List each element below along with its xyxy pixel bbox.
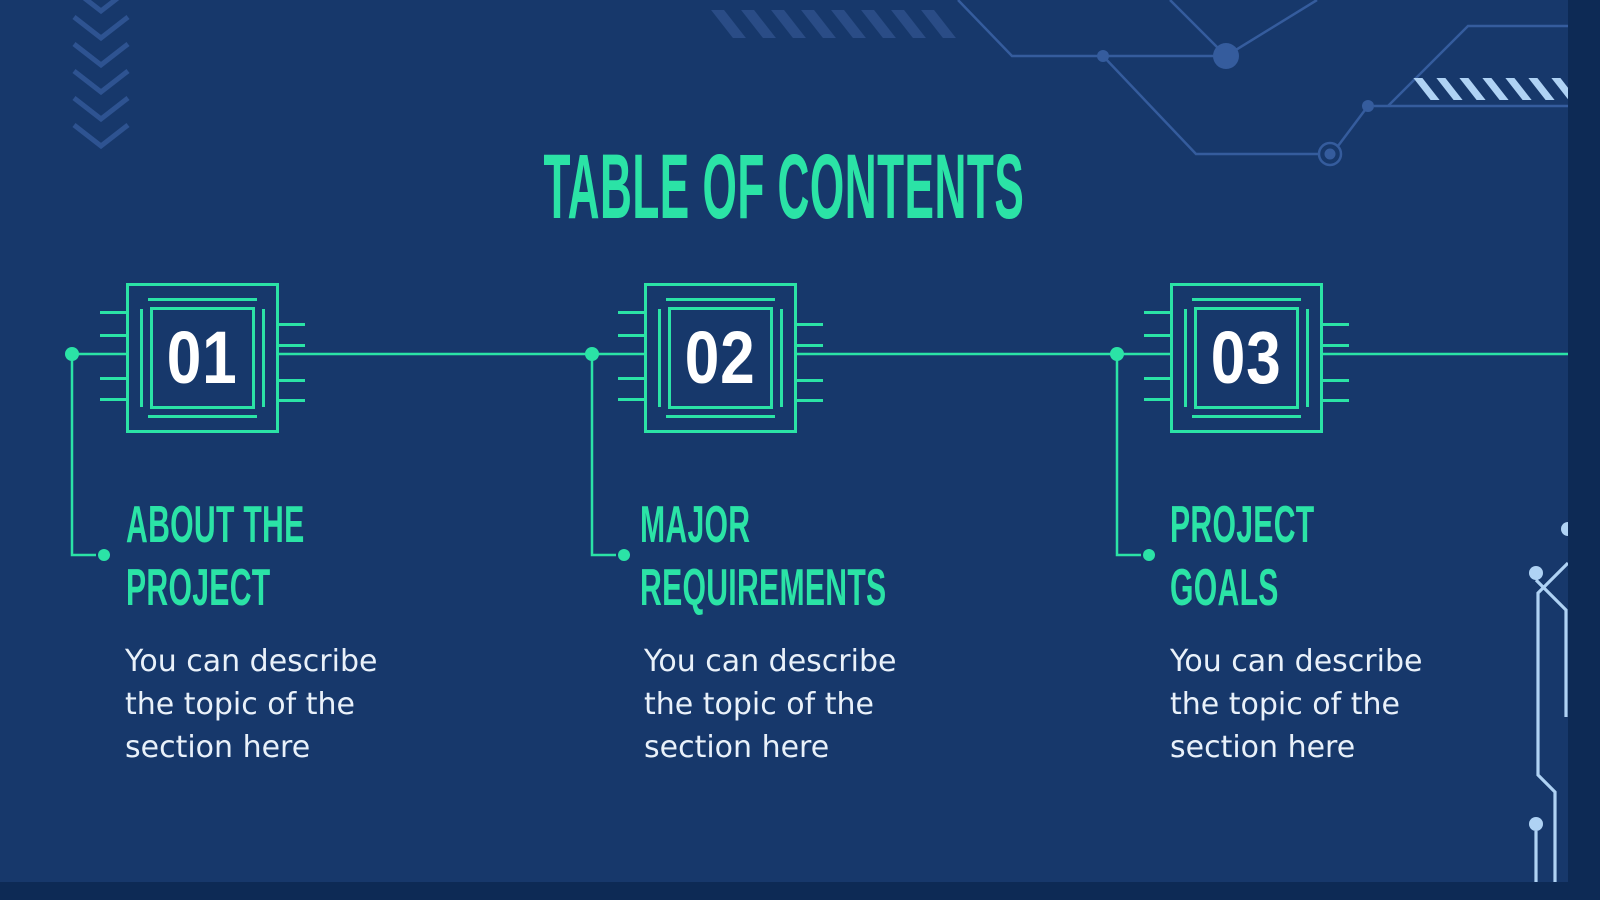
chip-pin <box>1323 344 1349 347</box>
node-dot <box>1213 43 1239 69</box>
chip-number: 01 <box>167 316 238 399</box>
chip-pin <box>1144 334 1170 337</box>
node-dot <box>65 347 79 361</box>
node-dot <box>1097 50 1109 62</box>
chip-pin <box>797 399 823 402</box>
chip-pin <box>797 344 823 347</box>
page-title: TABLE OF CONTENTS <box>543 135 1025 238</box>
node-dot <box>1362 100 1374 112</box>
chip-pin <box>100 334 126 337</box>
circuit-trace-bottom-right <box>1529 522 1568 882</box>
node-dot <box>1561 522 1568 536</box>
chip-icon-03: 03 <box>1144 283 1349 433</box>
chip-pin <box>618 377 644 380</box>
chip-pin <box>1323 323 1349 326</box>
chip-pin <box>797 323 823 326</box>
chip-pin <box>1144 311 1170 314</box>
node-dot <box>1324 148 1336 160</box>
chip-number: 02 <box>685 316 756 399</box>
chip-pin <box>100 377 126 380</box>
node-dot <box>1529 566 1543 580</box>
chip-icon-01: 01 <box>100 283 305 433</box>
section-description: You can describe the topic of the sectio… <box>1170 644 1423 765</box>
chip-pin <box>618 334 644 337</box>
section-title: MAJOR REQUIREMENTS <box>640 496 887 617</box>
chip-number: 03 <box>1211 316 1282 399</box>
chip-pin <box>1323 399 1349 402</box>
node-dot <box>98 549 110 561</box>
node-dot <box>1110 347 1124 361</box>
node-dot <box>1529 817 1543 831</box>
section-description: You can describe the topic of the sectio… <box>125 644 378 765</box>
node-dot <box>585 347 599 361</box>
section-description: You can describe the topic of the sectio… <box>644 644 897 765</box>
chip-pin <box>618 311 644 314</box>
chip-pin <box>100 311 126 314</box>
chip-pin <box>1144 398 1170 401</box>
circuit-trace-top-right <box>957 0 1568 167</box>
chip-pin <box>279 344 305 347</box>
chip-pin <box>618 398 644 401</box>
node-dot <box>618 549 630 561</box>
chevron-down-icons <box>72 0 130 150</box>
chip-pin <box>279 379 305 382</box>
slide-table-of-contents: TABLE OF CONTENTS 01 ABOUT THE PROJECT Y… <box>0 0 1568 882</box>
chip-pin <box>1144 377 1170 380</box>
section-title: ABOUT THE PROJECT <box>126 496 305 617</box>
chip-pin <box>797 379 823 382</box>
chip-icon-02: 02 <box>618 283 823 433</box>
chip-pin <box>1323 379 1349 382</box>
chip-pin <box>100 398 126 401</box>
chip-pin <box>279 323 305 326</box>
section-title: PROJECT GOALS <box>1170 496 1315 617</box>
chip-pin <box>279 399 305 402</box>
node-dot <box>1143 549 1155 561</box>
